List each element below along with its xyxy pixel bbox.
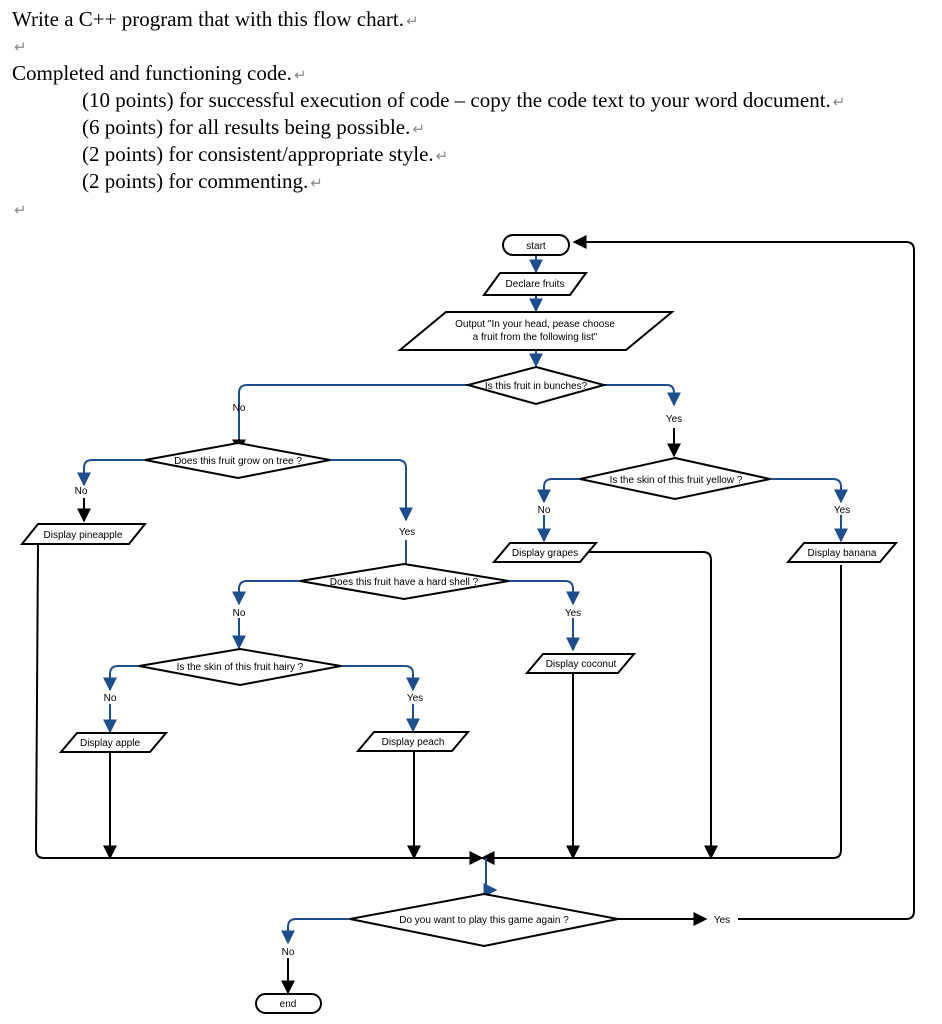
display-coconut: Display coconut [524, 653, 637, 674]
label-yes-hard-shell: Yes [565, 608, 581, 619]
decision-play-again: Do you want to play this game again ? [349, 892, 619, 948]
svg-text:Is the skin of this fruit yell: Is the skin of this fruit yellow ? [610, 475, 743, 486]
label-yes-bunches: Yes [666, 414, 682, 425]
label-yes-tree: Yes [399, 527, 415, 538]
display-grapes: Display grapes [491, 542, 599, 563]
svg-text:Is this fruit in bunches?: Is this fruit in bunches? [485, 381, 588, 392]
label-yes-hairy: Yes [407, 693, 423, 704]
rubric-item: (2 points) for consistent/appropriate st… [82, 142, 449, 166]
svg-text:start: start [526, 241, 546, 252]
label-no-tree: No [75, 486, 88, 497]
svg-text:end: end [280, 999, 297, 1010]
rubric-item: (10 points) for successful execution of … [82, 88, 846, 112]
label-no-hard-shell: No [233, 608, 246, 619]
declare-fruits-box: Declare fruits [482, 272, 588, 296]
end-terminal: end [255, 993, 322, 1014]
output-prompt-box: Output "In your head, pease choose a fru… [397, 311, 675, 351]
rubric-item: (2 points) for commenting.↵ [82, 169, 323, 193]
svg-text:Display banana: Display banana [808, 548, 877, 559]
svg-text:Does this fruit have a hard sh: Does this fruit have a hard shell ? [330, 577, 479, 588]
blank-line: ↵ [14, 203, 27, 219]
label-no-bunches: No [233, 403, 246, 414]
decision-hard-shell: Does this fruit have a hard shell ? [299, 562, 510, 601]
blank-line: ↵ [14, 40, 27, 56]
svg-text:Is the skin of this fruit hair: Is the skin of this fruit hairy ? [177, 662, 304, 673]
requirements-heading: Completed and functioning code.↵ [12, 61, 307, 85]
svg-text:Display grapes: Display grapes [512, 548, 578, 559]
svg-text:Display coconut: Display coconut [546, 659, 617, 670]
assignment-title: Write a C++ program that with this flow … [12, 7, 419, 31]
svg-text:Output "In your head, pease ch: Output "In your head, pease choose [455, 319, 615, 330]
display-banana: Display banana [785, 542, 899, 563]
decision-skin-yellow: Is the skin of this fruit yellow ? [579, 456, 771, 501]
label-yes-yellow: Yes [834, 505, 850, 516]
label-no-again: No [282, 947, 295, 958]
svg-text:Do you want to play this game: Do you want to play this game again ? [399, 915, 569, 926]
svg-text:Display apple: Display apple [80, 738, 140, 749]
svg-text:Declare fruits: Declare fruits [506, 279, 565, 290]
svg-text:a fruit from the following lis: a fruit from the following list" [473, 332, 598, 343]
label-no-yellow: No [538, 505, 551, 516]
display-peach: Display peach [355, 731, 471, 752]
decision-bunches: Is this fruit in bunches? [464, 365, 608, 406]
branch-labels: No Yes No Yes No Yes No Yes No Yes Yes N… [75, 403, 851, 958]
display-pineapple: Display pineapple [19, 523, 148, 545]
rubric-item: (6 points) for all results being possibl… [82, 115, 425, 139]
display-apple: Display apple [58, 732, 169, 753]
label-no-hairy: No [104, 693, 117, 704]
svg-text:Does this fruit grow on tree ?: Does this fruit grow on tree ? [174, 456, 302, 467]
decision-skin-hairy: Is the skin of this fruit hairy ? [138, 647, 342, 687]
start-terminal: start [502, 234, 570, 256]
label-yes-again: Yes [714, 915, 730, 926]
decision-grow-on-tree: Does this fruit grow on tree ? [144, 441, 331, 480]
connectors [34, 235, 915, 995]
svg-text:Display pineapple: Display pineapple [44, 530, 123, 541]
svg-text:Display peach: Display peach [382, 737, 445, 748]
